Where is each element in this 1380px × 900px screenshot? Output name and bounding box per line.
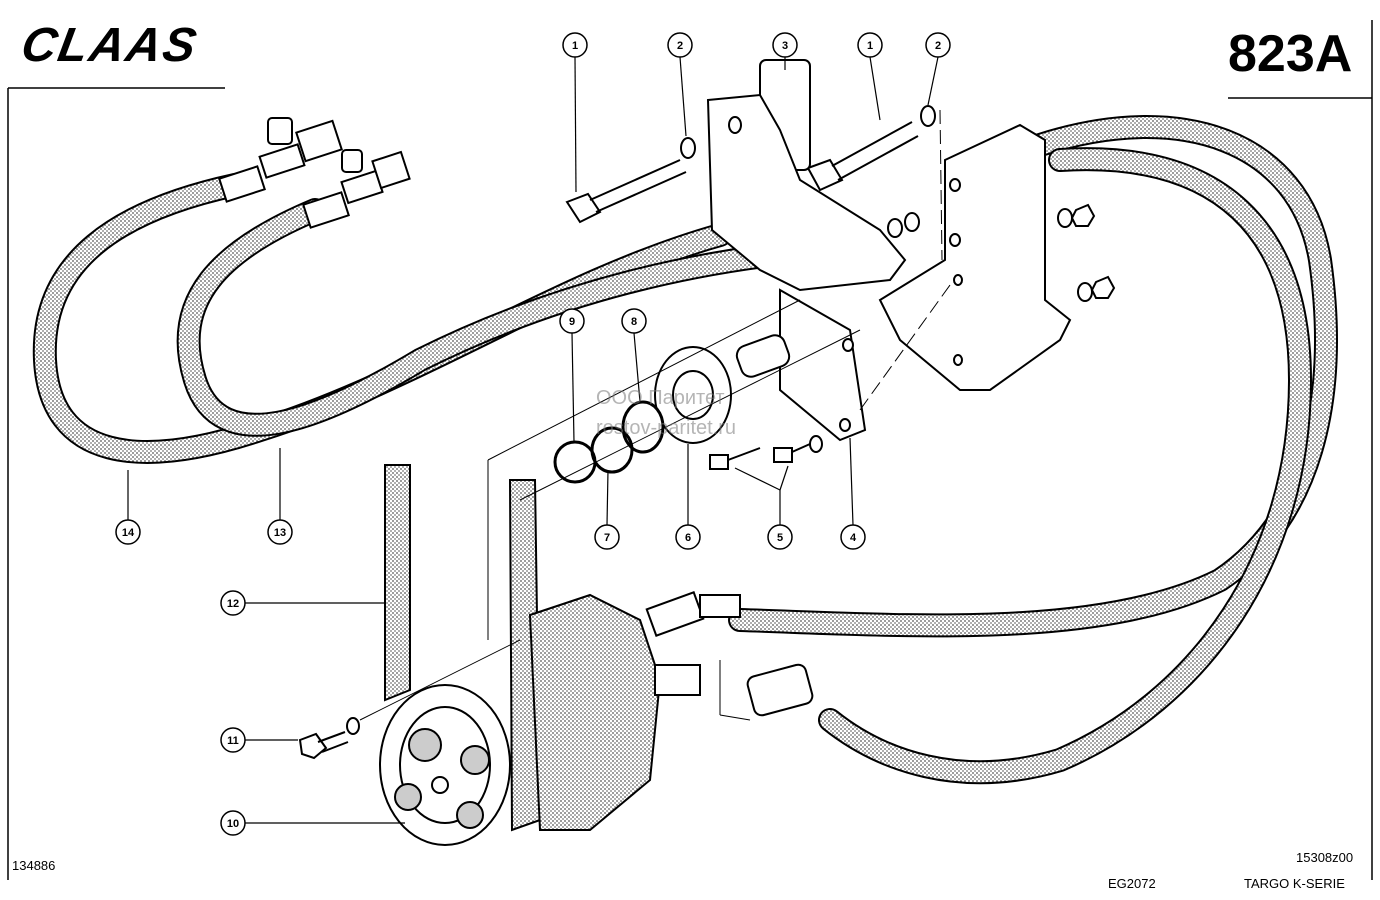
callout-4: 4	[840, 524, 866, 550]
compressor-10	[379, 593, 662, 846]
svg-text:2: 2	[935, 40, 941, 52]
callout-13: 13	[267, 519, 293, 545]
nuts-right	[1057, 203, 1116, 302]
bolt-1-right	[806, 121, 919, 192]
callout-2b: 2	[925, 32, 951, 58]
callout-2a: 2	[667, 32, 693, 58]
callout-14: 14	[115, 519, 141, 545]
hose-14	[32, 173, 732, 464]
bracket-housing	[878, 123, 1072, 391]
shaft-stub	[735, 334, 791, 378]
svg-text:9: 9	[569, 316, 575, 328]
mounting-plate-4	[779, 288, 867, 442]
washer-2-right	[920, 105, 936, 127]
callout-1a: 1	[562, 32, 588, 58]
svg-text:10: 10	[227, 818, 239, 830]
ring-9	[553, 440, 597, 484]
ring-8	[621, 400, 665, 454]
callout-1b: 1	[857, 32, 883, 58]
series-label: TARGO K-SERIE	[1244, 876, 1345, 891]
svg-text:6: 6	[685, 532, 691, 544]
svg-text:1: 1	[572, 40, 578, 52]
compressor-fittings	[645, 591, 814, 717]
svg-text:4: 4	[850, 532, 857, 544]
hose-fitting-13	[302, 149, 411, 229]
watermark-company: ООО Паритет	[596, 387, 725, 409]
page-code: 823A	[1228, 25, 1353, 83]
svg-text:5: 5	[777, 532, 783, 544]
callout-5: 5	[767, 524, 793, 550]
alignment-lines	[359, 109, 951, 721]
bolt-11	[298, 717, 360, 760]
hose-lower-loop	[818, 147, 1313, 785]
watermark-site: rostov-paritet.ru	[596, 417, 737, 439]
svg-text:14: 14	[122, 527, 135, 539]
svg-text:8: 8	[631, 316, 637, 328]
svg-text:1: 1	[867, 40, 873, 52]
sheet-ref: EG2072	[1108, 876, 1156, 891]
callout-7: 7	[594, 524, 620, 550]
svg-text:11: 11	[227, 735, 239, 747]
leader-lines	[127, 56, 939, 824]
callout-3: 3	[772, 32, 798, 58]
callout-6: 6	[675, 524, 701, 550]
svg-text:3: 3	[782, 40, 788, 52]
callout-11: 11	[220, 727, 246, 753]
spacer-6	[654, 346, 732, 444]
image-ref: 15308z00	[1296, 850, 1354, 865]
svg-text:7: 7	[604, 532, 610, 544]
callout-8: 8	[621, 308, 647, 334]
callout-12: 12	[220, 590, 246, 616]
svg-text:13: 13	[274, 527, 286, 539]
callout-9: 9	[559, 308, 585, 334]
svg-text:2: 2	[677, 40, 683, 52]
drawing-number: 134886	[12, 858, 56, 873]
bolts-5	[709, 435, 823, 470]
bolt-1-left	[565, 159, 687, 224]
hose-fitting-14	[218, 117, 343, 203]
callout-10: 10	[220, 810, 246, 836]
svg-text:12: 12	[227, 598, 239, 610]
washer-2-left	[680, 137, 696, 159]
